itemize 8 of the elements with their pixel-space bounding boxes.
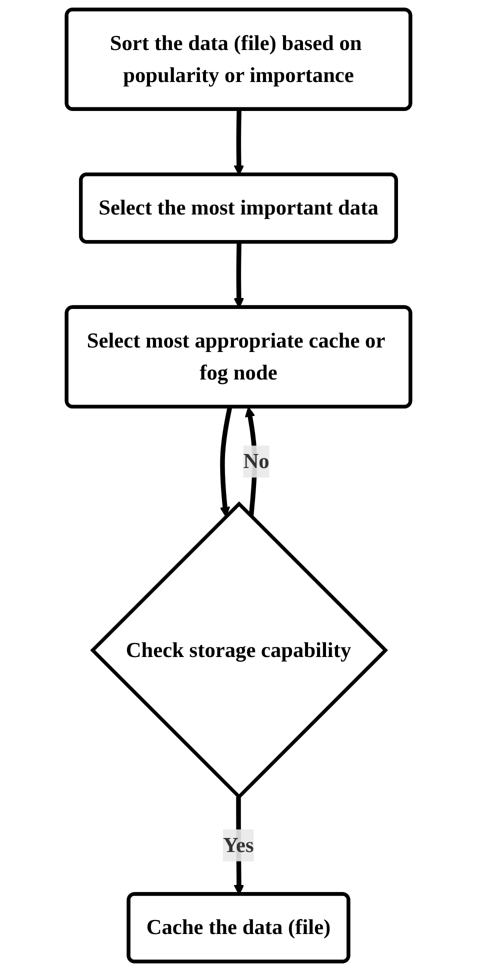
decision-diamond: Check storage capability bbox=[90, 501, 388, 800]
process-box: Sort the data (file) based on popularity or importance bbox=[64, 8, 412, 111]
arrow bbox=[220, 406, 232, 517]
process-box: Select most appropriate cache or fog node bbox=[64, 305, 412, 408]
process-box: Cache the data (file) bbox=[126, 892, 350, 964]
process-box: Select the most important data bbox=[79, 172, 398, 244]
edge-label: No bbox=[243, 446, 270, 478]
edge-label: Yes bbox=[222, 829, 254, 862]
